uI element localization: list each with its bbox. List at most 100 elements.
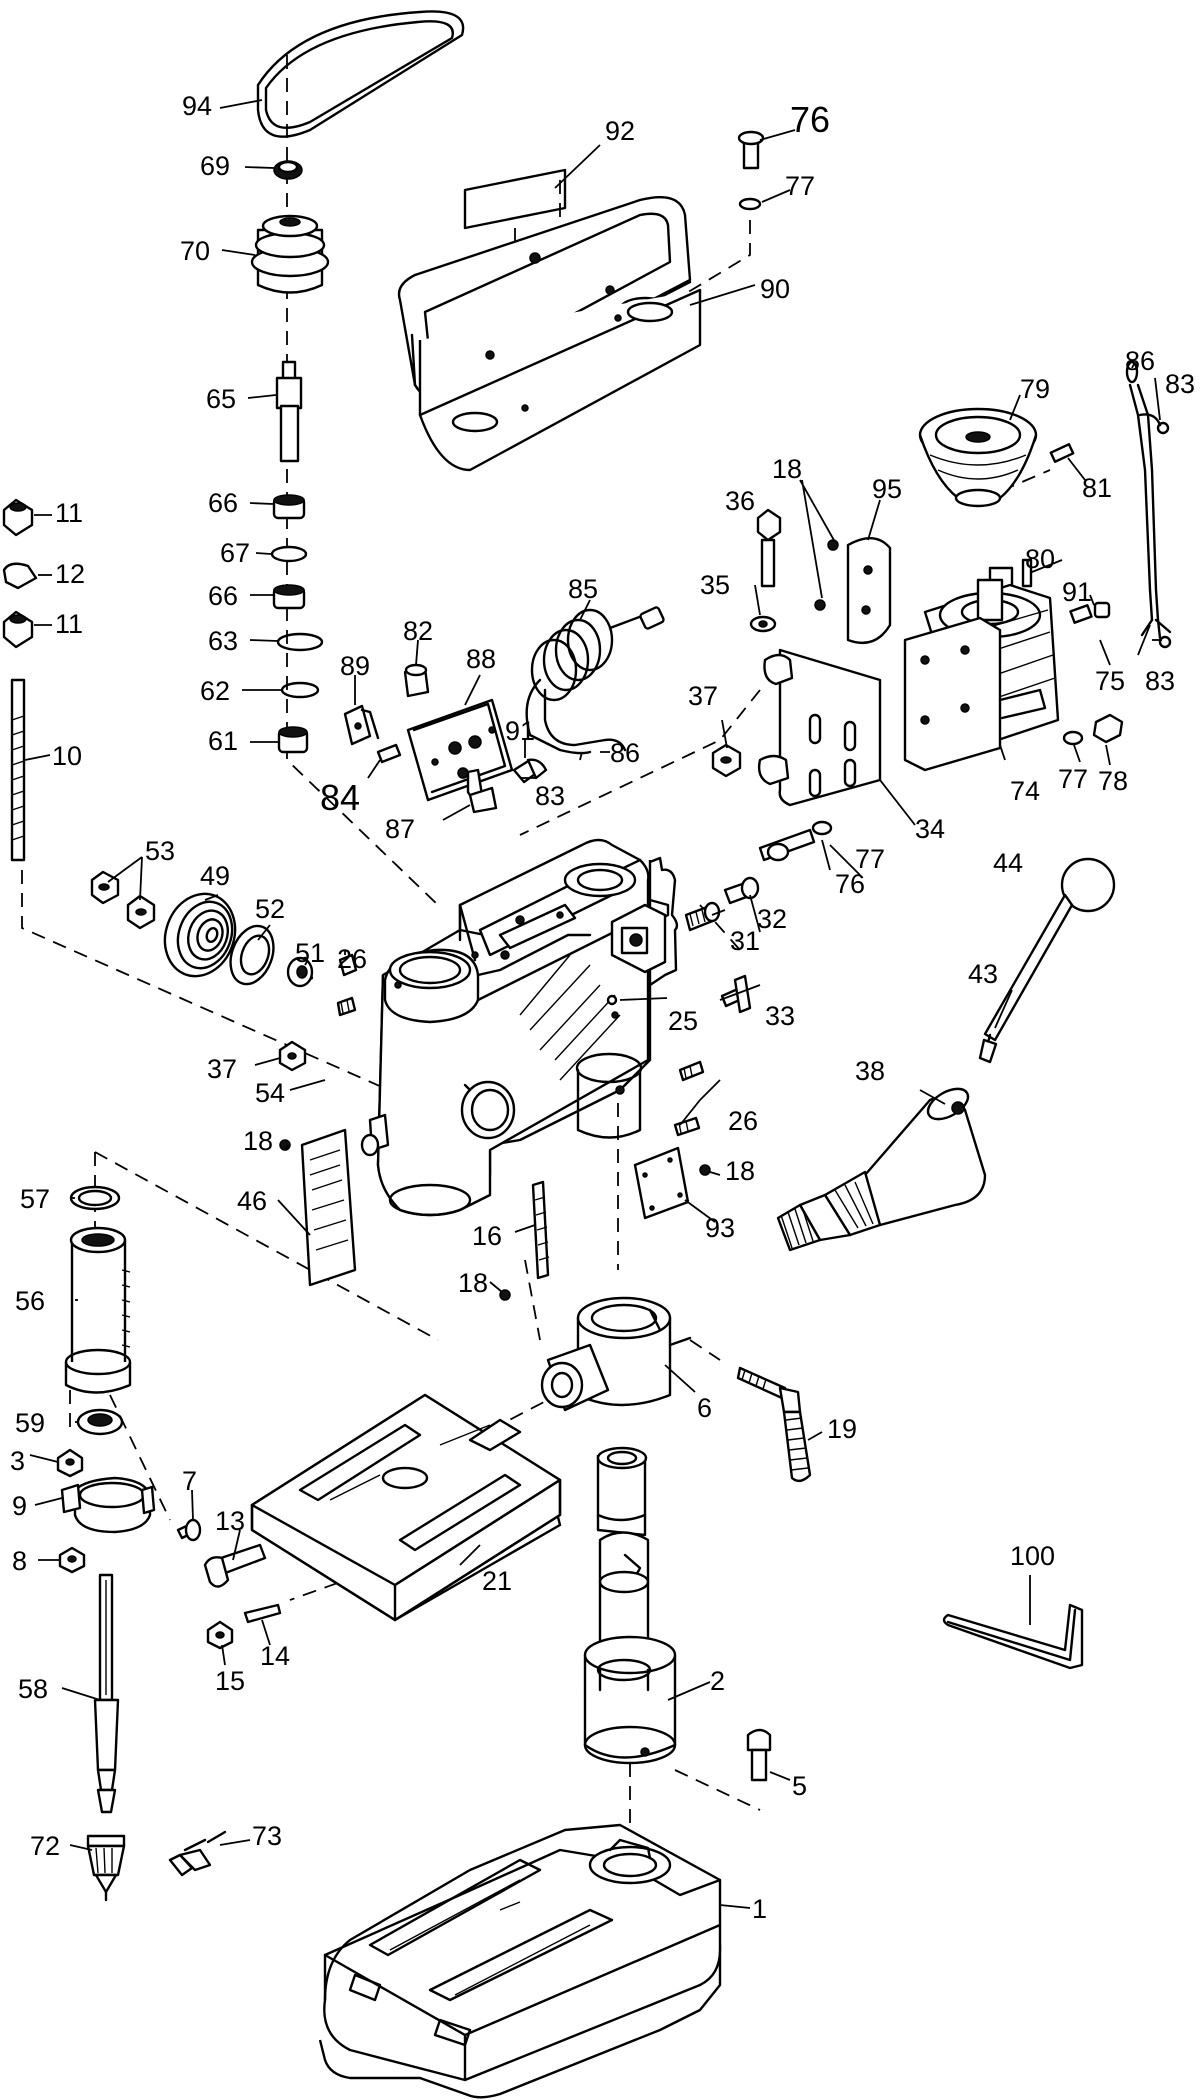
part-label: 15 bbox=[215, 1666, 245, 1696]
part-label: 82 bbox=[403, 616, 433, 646]
part-label: 83 bbox=[1165, 369, 1195, 399]
part-label: 66 bbox=[208, 581, 238, 611]
depth-stop-parts bbox=[336, 876, 760, 1137]
part-label: 37 bbox=[207, 1054, 237, 1084]
part-label: 26 bbox=[728, 1106, 758, 1136]
part-label: 56 bbox=[15, 1286, 45, 1316]
part-label: 12 bbox=[55, 559, 85, 589]
part-label: 92 bbox=[605, 116, 635, 146]
part-label: 88 bbox=[466, 644, 496, 674]
part-label: 74 bbox=[1010, 776, 1040, 806]
guard-assembly bbox=[397, 130, 765, 472]
spindle-and-chuck bbox=[86, 1573, 227, 1902]
part-label: 81 bbox=[1082, 473, 1112, 503]
part-label: 1 bbox=[752, 1894, 767, 1924]
part-label: 54 bbox=[255, 1078, 285, 1108]
feed-shaft bbox=[2, 498, 38, 862]
part-label: 76 bbox=[790, 99, 830, 140]
part-label: 19 bbox=[827, 1414, 857, 1444]
part-label: 85 bbox=[568, 574, 598, 604]
part-label: 33 bbox=[765, 1001, 795, 1031]
part-label: 16 bbox=[472, 1221, 502, 1251]
part-label: 65 bbox=[206, 384, 236, 414]
part-label: 76 bbox=[835, 869, 865, 899]
part-label: 73 bbox=[252, 1821, 282, 1851]
part-label: 66 bbox=[208, 488, 238, 518]
part-label: 8 bbox=[12, 1546, 27, 1576]
part-label: 77 bbox=[1058, 764, 1088, 794]
part-label: 18 bbox=[458, 1268, 488, 1298]
part-label: 59 bbox=[15, 1408, 45, 1438]
part-label: 75 bbox=[1095, 666, 1125, 696]
electrical-parts bbox=[343, 606, 665, 814]
part-label: 91 bbox=[505, 716, 535, 746]
part-label: 86 bbox=[1125, 346, 1155, 376]
part-label: 100 bbox=[1010, 1541, 1055, 1571]
plates bbox=[279, 1128, 711, 1301]
part-label: 77 bbox=[785, 171, 815, 201]
part-label: 26 bbox=[337, 944, 367, 974]
part-label: 11 bbox=[55, 609, 83, 639]
part-label: 77 bbox=[855, 844, 885, 874]
part-label: 43 bbox=[968, 959, 998, 989]
part-label: 11 bbox=[55, 498, 83, 528]
feed-handle-assembly bbox=[776, 857, 1116, 1252]
part-label: 86 bbox=[610, 738, 640, 768]
part-label: 25 bbox=[668, 1006, 698, 1036]
work-table bbox=[203, 1393, 562, 1650]
part-label: 10 bbox=[52, 741, 82, 771]
part-label: 31 bbox=[730, 926, 760, 956]
base bbox=[318, 1823, 722, 2099]
part-label: 18 bbox=[772, 454, 802, 484]
part-label: 5 bbox=[792, 1771, 807, 1801]
motor-assembly bbox=[903, 360, 1172, 772]
part-label: 93 bbox=[705, 1213, 735, 1243]
hex-key bbox=[942, 1603, 1084, 1670]
part-label: 87 bbox=[385, 814, 415, 844]
part-label: 35 bbox=[700, 570, 730, 600]
spindle-pulley-stack bbox=[250, 160, 330, 754]
part-label: 6 bbox=[697, 1393, 712, 1423]
part-label: 13 bbox=[215, 1506, 245, 1536]
part-label: 70 bbox=[180, 236, 210, 266]
part-label: 89 bbox=[340, 651, 370, 681]
part-label: 63 bbox=[208, 626, 238, 656]
part-label: 94 bbox=[182, 91, 212, 121]
part-label: 84 bbox=[320, 777, 360, 818]
part-label: 61 bbox=[208, 726, 238, 756]
part-label: 80 bbox=[1025, 544, 1055, 574]
part-label: 79 bbox=[1020, 374, 1050, 404]
part-label: 38 bbox=[855, 1056, 885, 1086]
part-label: 46 bbox=[237, 1186, 267, 1216]
part-label: 32 bbox=[757, 904, 787, 934]
part-label: 3 bbox=[10, 1446, 25, 1476]
part-label: 78 bbox=[1098, 766, 1128, 796]
part-label: 14 bbox=[260, 1641, 290, 1671]
part-label: 57 bbox=[20, 1184, 50, 1214]
part-number-labels: 94 69 70 65 66 67 66 63 62 61 92 76 77 9… bbox=[10, 91, 1195, 1924]
part-label: 51 bbox=[295, 938, 325, 968]
part-label: 18 bbox=[725, 1156, 755, 1186]
bracket-assembly bbox=[711, 508, 892, 862]
part-label: 52 bbox=[255, 894, 285, 924]
part-label: 37 bbox=[688, 681, 718, 711]
part-label: 18 bbox=[243, 1126, 273, 1156]
part-label: 95 bbox=[872, 474, 902, 504]
part-label: 67 bbox=[220, 538, 250, 568]
part-label: 34 bbox=[915, 814, 945, 844]
part-label: 44 bbox=[993, 848, 1023, 878]
part-label: 36 bbox=[725, 486, 755, 516]
part-label: 83 bbox=[1145, 666, 1175, 696]
leader-lines bbox=[24, 99, 1162, 1909]
part-label: 91 bbox=[1062, 577, 1092, 607]
column bbox=[583, 1446, 772, 1782]
table-bracket bbox=[540, 1296, 812, 1483]
part-label: 9 bbox=[12, 1491, 27, 1521]
part-label: 21 bbox=[482, 1566, 512, 1596]
belt bbox=[256, 10, 465, 138]
part-label: 72 bbox=[30, 1831, 60, 1861]
return-spring-assembly bbox=[90, 870, 358, 1072]
part-label: 69 bbox=[200, 151, 230, 181]
part-label: 62 bbox=[200, 676, 230, 706]
quill-assembly bbox=[64, 1185, 132, 1436]
